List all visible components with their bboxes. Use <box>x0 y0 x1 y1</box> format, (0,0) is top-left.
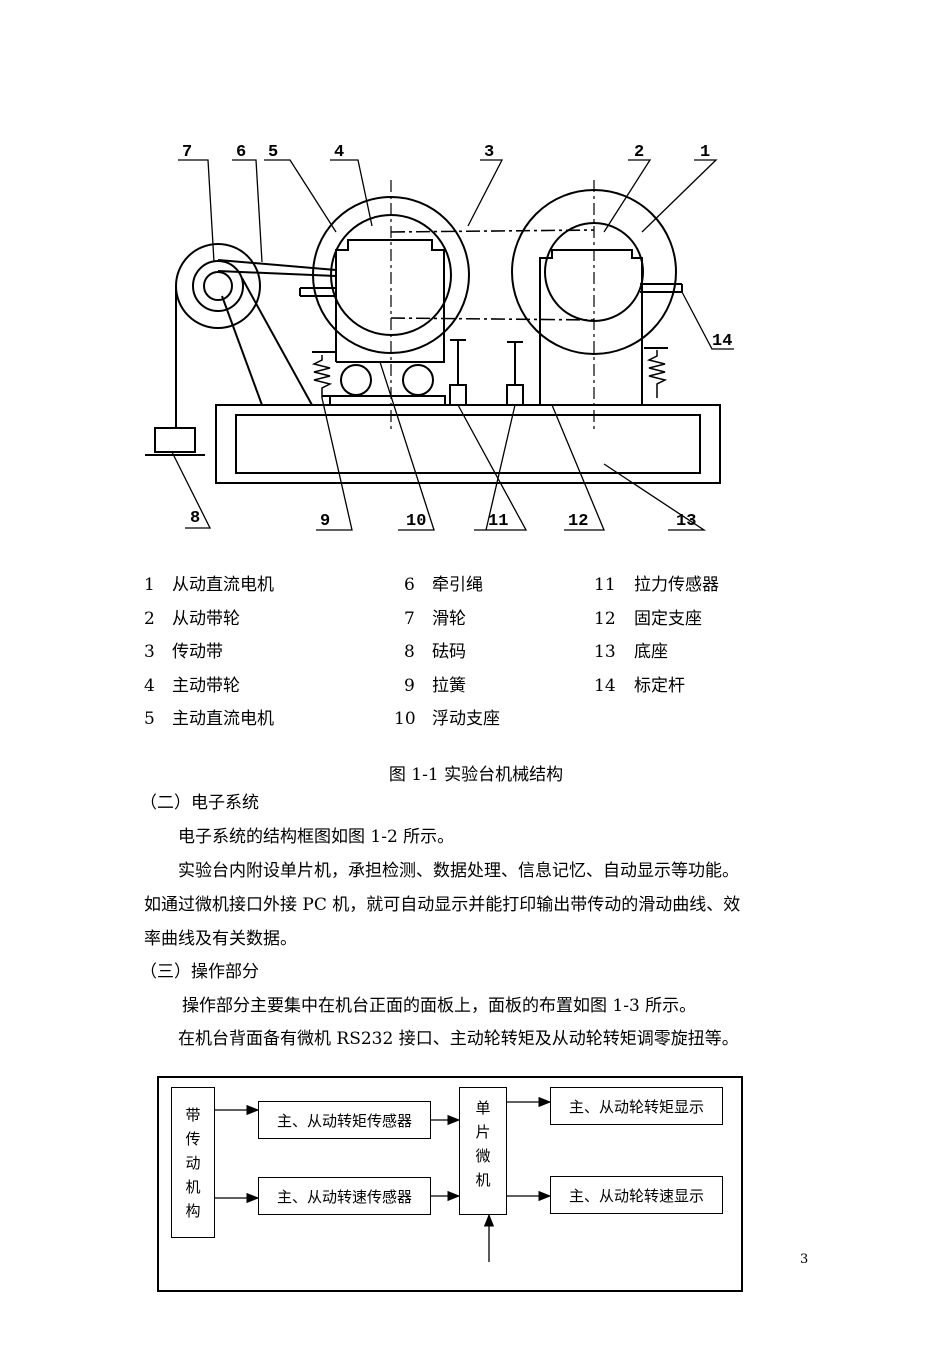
paragraph: 操作部分主要集中在机台正面的面板上，面板的布置如图 1-3 所示。 <box>182 996 697 1016</box>
callout-1: 1 <box>700 143 710 162</box>
paragraph: 实验台内附设单片机，承担检测、数据处理、信息记忆、自动显示等功能。 <box>178 861 739 881</box>
callout-8: 8 <box>190 509 200 528</box>
callout-14: 14 <box>712 332 732 351</box>
mechanical-structure-drawing: 7 6 5 4 3 2 1 14 8 9 10 11 12 13 <box>145 143 734 531</box>
callout-7: 7 <box>182 143 192 162</box>
base-outer <box>215 404 721 484</box>
block-diagram <box>157 1076 743 1292</box>
section-heading-operation: （三）操作部分 <box>140 962 259 982</box>
callout-9: 9 <box>320 512 330 531</box>
speed-sensor-block: 主、从动转速传感器 <box>258 1177 431 1215</box>
speed-display-block: 主、从动轮转速显示 <box>550 1176 723 1214</box>
callout-3: 3 <box>484 143 494 162</box>
paragraph: 率曲线及有关数据。 <box>144 929 297 949</box>
torque-display-block: 主、从动轮转矩显示 <box>550 1087 723 1125</box>
figure-caption: 图 1-1 实验台机械结构 <box>388 765 564 785</box>
callout-4: 4 <box>334 143 344 162</box>
torque-sensor-block: 主、从动转矩传感器 <box>258 1101 431 1139</box>
callout-2: 2 <box>634 143 644 162</box>
belt-drive-mechanism-block: 带传动机构 <box>171 1087 215 1238</box>
section-heading-electronics: （二）电子系统 <box>140 793 259 813</box>
paragraph: 如通过微机接口外接 PC 机，就可自动显示并能打印输出带传动的滑动曲线、效 <box>144 895 741 915</box>
callout-13: 13 <box>676 512 696 531</box>
callout-10: 10 <box>406 512 426 531</box>
callout-5: 5 <box>268 143 278 162</box>
callout-11: 11 <box>488 512 508 531</box>
base-inner <box>235 414 701 474</box>
callout-6: 6 <box>236 143 246 162</box>
paragraph: 在机台背面备有微机 RS232 接口、主动轮转矩及从动轮转矩调零旋扭等。 <box>178 1029 739 1049</box>
paragraph: 电子系统的结构框图如图 1-2 所示。 <box>178 827 455 847</box>
microcomputer-block: 单片微机 <box>459 1087 507 1215</box>
page-number: 3 <box>800 1252 809 1267</box>
callout-12: 12 <box>568 512 588 531</box>
